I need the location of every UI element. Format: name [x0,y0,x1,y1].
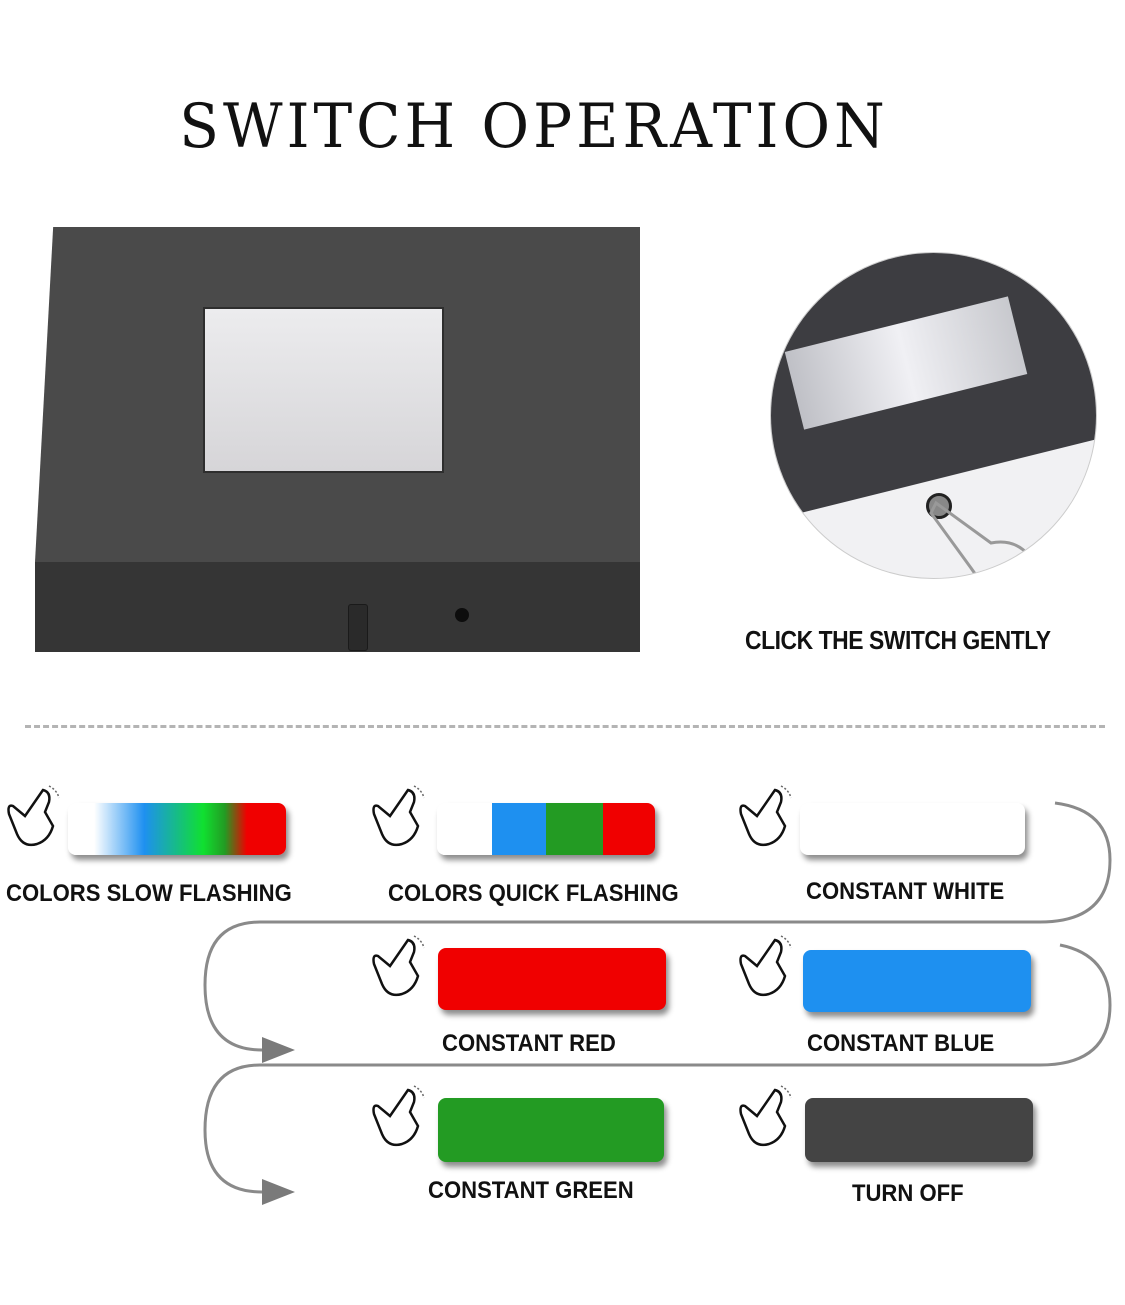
finger-tap-icon [7,785,60,847]
mode-label: CONSTANT BLUE [807,1030,995,1057]
finger-tap-icon [372,935,425,997]
mode-label: COLORS SLOW FLASHING [6,880,292,907]
finger-tap-icon [372,1085,425,1147]
color-swatch [438,948,666,1010]
color-swatch [803,950,1031,1012]
switch-button [926,493,952,519]
color-swatch [437,803,655,855]
finger-tap-icon [739,935,792,997]
page-title: SWITCH OPERATION [179,90,889,162]
dc-input-port [455,608,469,622]
light-window [203,307,444,473]
mode-label: CONSTANT GREEN [428,1177,634,1204]
mode-label: COLORS QUICK FLASHING [388,880,679,907]
color-swatch [805,1098,1033,1162]
mode-label: CONSTANT WHITE [806,878,1005,905]
mode-label: CONSTANT RED [442,1030,616,1057]
switch-closeup-image [770,252,1097,579]
power-switch [348,604,368,651]
finger-tap-icon [372,785,425,847]
product-image-light-base [35,227,640,652]
finger-tap-icon [739,1085,792,1147]
base-front-edge [35,562,640,652]
switch-caption: CLICK THE SWITCH GENTLY [745,625,1051,655]
section-divider [25,725,1105,728]
hand-press-icon [929,500,1046,578]
finger-tap-icon [739,785,792,847]
color-swatch [68,803,286,855]
color-swatch [800,803,1025,855]
color-swatch [438,1098,664,1162]
mode-label: TURN OFF [852,1180,964,1207]
